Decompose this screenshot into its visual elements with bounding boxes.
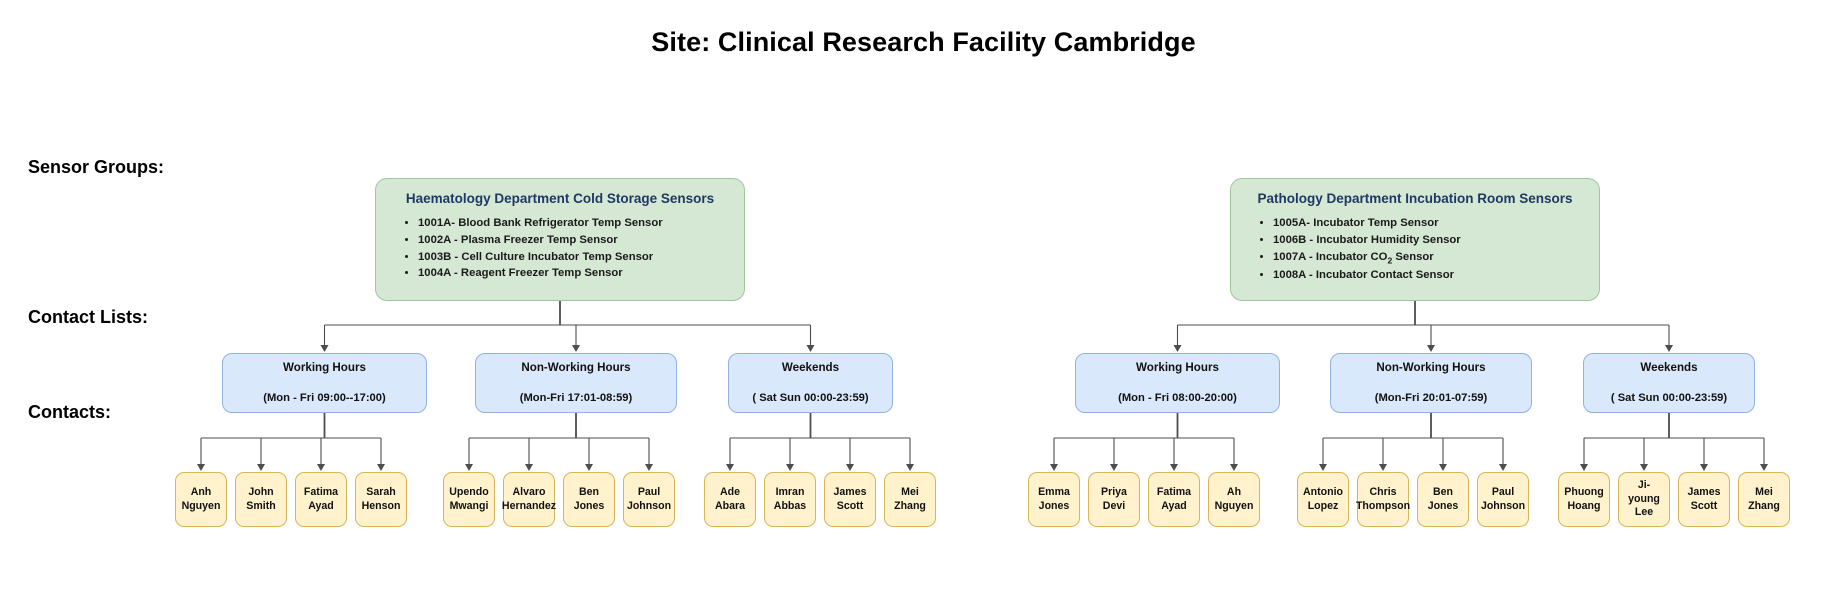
contact-name: Imran Abbas <box>773 485 807 512</box>
contact-list-schedule: ( Sat Sun 00:00-23:59) <box>1610 391 1728 404</box>
contact-name: Paul Johnson <box>1480 485 1526 512</box>
contact-name: John Smith <box>246 485 276 512</box>
contact-name: Mei Zhang <box>1748 485 1780 512</box>
contact-box[interactable]: Ben Jones <box>563 472 615 527</box>
sensor-list: 1005A- Incubator Temp Sensor1006B - Incu… <box>1245 215 1585 283</box>
sensor-list-item: 1008A - Incubator Contact Sensor <box>1273 267 1585 284</box>
row-label-contact-lists: Contact Lists: <box>28 307 149 327</box>
contact-list-schedule: ( Sat Sun 00:00-23:59) <box>752 391 869 404</box>
contact-list-box[interactable]: Weekends ( Sat Sun 00:00-23:59) <box>728 353 893 413</box>
contact-box[interactable]: Ade Abara <box>704 472 756 527</box>
contact-box[interactable]: James Scott <box>1678 472 1730 527</box>
contact-list-name: Working Hours <box>1136 360 1219 374</box>
contact-box[interactable]: Antonio Lopez <box>1297 472 1349 527</box>
contact-box[interactable]: Fatima Ayad <box>1148 472 1200 527</box>
sensor-group-title: Haematology Department Cold Storage Sens… <box>405 191 715 206</box>
sensor-list-item: 1006B - Incubator Humidity Sensor <box>1273 232 1585 249</box>
contact-box[interactable]: James Scott <box>824 472 876 527</box>
contact-name: Fatima Ayad <box>1156 485 1192 512</box>
contact-box[interactable]: John Smith <box>235 472 287 527</box>
contact-list-schedule: (Mon - Fri 08:00-20:00) <box>1118 391 1237 404</box>
contact-name: Ji-young Lee <box>1628 479 1660 519</box>
contact-box[interactable]: Sarah Henson <box>355 472 407 527</box>
contact-name: Paul Johnson <box>626 485 672 512</box>
contact-box[interactable]: Mei Zhang <box>1738 472 1790 527</box>
contact-box[interactable]: Ah Nguyen <box>1208 472 1260 527</box>
row-label-sensor-groups: Sensor Groups: <box>28 157 165 177</box>
contact-name: Emma Jones <box>1038 485 1070 512</box>
contact-name: James Scott <box>1687 485 1721 512</box>
sensor-list: 1001A- Blood Bank Refrigerator Temp Sens… <box>390 215 730 282</box>
contact-list-box[interactable]: Non-Working Hours (Mon-Fri 17:01-08:59) <box>475 353 677 413</box>
contact-box[interactable]: Upendo Mwangi <box>443 472 495 527</box>
contact-box[interactable]: Ji-young Lee <box>1618 472 1670 527</box>
sensor-list-item: 1005A- Incubator Temp Sensor <box>1273 215 1585 232</box>
contact-name: Ade Abara <box>714 485 746 512</box>
contact-name: Ah Nguyen <box>1214 485 1254 512</box>
contact-name: Ben Jones <box>1427 485 1459 512</box>
contact-box[interactable]: Phuong Hoang <box>1558 472 1610 527</box>
contact-name: Alvaro Hernandez <box>501 485 557 512</box>
contact-name: Antonio Lopez <box>1302 485 1343 512</box>
contact-name: Upendo Mwangi <box>449 485 489 512</box>
contact-list-name: Weekends <box>1640 360 1698 374</box>
contact-list-box[interactable]: Non-Working Hours (Mon-Fri 20:01-07:59) <box>1330 353 1532 413</box>
page-title: Site: Clinical Research Facility Cambrid… <box>651 27 1196 57</box>
contact-list-box[interactable]: Working Hours (Mon - Fri 09:00--17:00) <box>222 353 427 413</box>
contact-box[interactable]: Imran Abbas <box>764 472 816 527</box>
contact-box[interactable]: Anh Nguyen <box>175 472 227 527</box>
contact-list-schedule: (Mon-Fri 20:01-07:59) <box>1374 391 1488 404</box>
contact-list-schedule: (Mon-Fri 17:01-08:59) <box>519 391 633 404</box>
sensor-list-item: 1001A- Blood Bank Refrigerator Temp Sens… <box>418 215 730 232</box>
contact-name: James Scott <box>833 485 867 512</box>
contact-box[interactable]: Fatima Ayad <box>295 472 347 527</box>
contact-box[interactable]: Mei Zhang <box>884 472 936 527</box>
contact-box[interactable]: Paul Johnson <box>1477 472 1529 527</box>
contact-box[interactable]: Alvaro Hernandez <box>501 472 557 527</box>
sensor-group-box[interactable]: Haematology Department Cold Storage Sens… <box>375 178 745 301</box>
contact-name: Priya Devi <box>1101 485 1127 512</box>
contact-list-name: Non-Working Hours <box>1376 360 1486 374</box>
contact-list-box[interactable]: Working Hours (Mon - Fri 08:00-20:00) <box>1075 353 1280 413</box>
contact-box[interactable]: Paul Johnson <box>623 472 675 527</box>
contact-name: Chris Thompson <box>1355 485 1411 512</box>
contact-list-box[interactable]: Weekends ( Sat Sun 00:00-23:59) <box>1583 353 1755 413</box>
contact-name: Phuong Hoang <box>1564 485 1604 512</box>
contact-box[interactable]: Emma Jones <box>1028 472 1080 527</box>
contact-name: Sarah Henson <box>361 485 401 512</box>
contact-name: Anh Nguyen <box>181 485 221 512</box>
row-label-contacts: Contacts: <box>28 402 112 422</box>
contact-name: Fatima Ayad <box>303 485 339 512</box>
contact-box[interactable]: Chris Thompson <box>1355 472 1411 527</box>
sensor-group-box[interactable]: Pathology Department Incubation Room Sen… <box>1230 178 1600 301</box>
contact-box[interactable]: Ben Jones <box>1417 472 1469 527</box>
contact-name: Mei Zhang <box>894 485 926 512</box>
contact-name: Ben Jones <box>573 485 605 512</box>
contact-list-name: Non-Working Hours <box>521 360 631 374</box>
sensor-list-item: 1004A - Reagent Freezer Temp Sensor <box>418 265 730 282</box>
sensor-list-item: 1002A - Plasma Freezer Temp Sensor <box>418 232 730 249</box>
sensor-list-item: 1007A - Incubator CO2 Sensor <box>1273 249 1585 267</box>
sensor-group-title: Pathology Department Incubation Room Sen… <box>1257 191 1573 206</box>
contact-list-schedule: (Mon - Fri 09:00--17:00) <box>263 391 386 404</box>
contact-list-name: Weekends <box>781 360 840 374</box>
sensor-list-item: 1003B - Cell Culture Incubator Temp Sens… <box>418 249 730 266</box>
contact-list-name: Working Hours <box>283 360 366 374</box>
contact-box[interactable]: Priya Devi <box>1088 472 1140 527</box>
